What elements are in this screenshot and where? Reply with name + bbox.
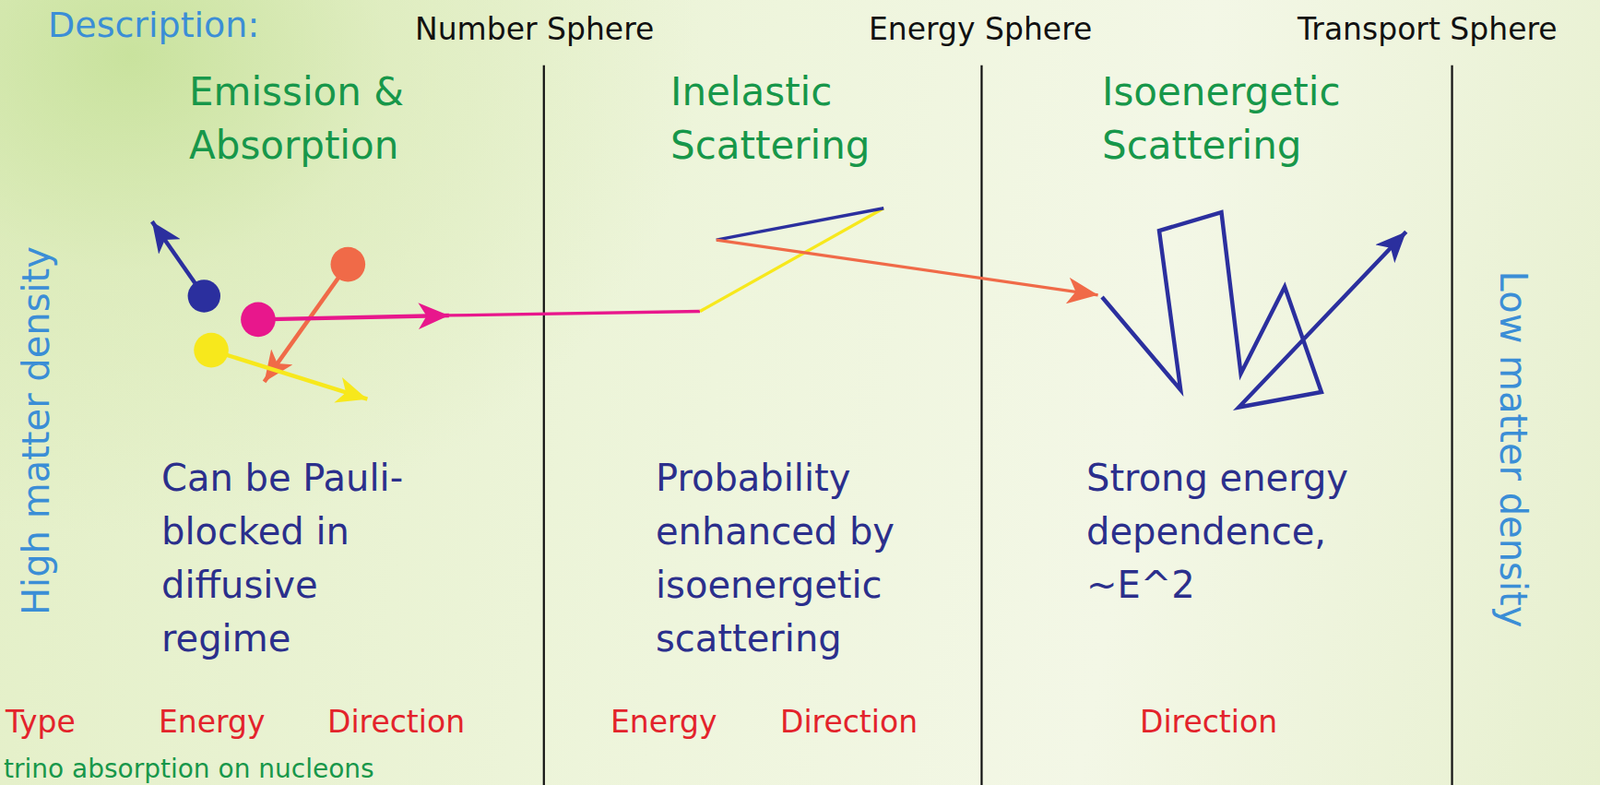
- property-label: Direction: [780, 704, 918, 740]
- path-segment: [447, 311, 700, 316]
- sphere-label: Energy Sphere: [868, 11, 1092, 48]
- column-divider: [543, 65, 546, 785]
- property-label: Energy: [610, 704, 718, 740]
- particle-arrow: [258, 315, 450, 320]
- property-label: Direction: [1139, 704, 1278, 740]
- particle-dot: [331, 247, 367, 283]
- property-label: Energy: [158, 704, 266, 740]
- particle-dot: [193, 332, 229, 368]
- particle-arrow: [264, 264, 349, 382]
- column-heading: Inelastic Scattering: [670, 65, 966, 173]
- path-segment: [716, 208, 884, 240]
- axis-label: Low matter density: [1492, 271, 1535, 629]
- sphere-label: Number Sphere: [414, 11, 654, 48]
- axis-label: High matter density: [14, 246, 58, 616]
- description-text: Can be Pauli-blocked in diffusive regime: [161, 450, 448, 665]
- particle-dot: [240, 302, 276, 338]
- column-heading: Emission & Absorption: [189, 65, 485, 173]
- scattering-zigzag: [1102, 212, 1407, 407]
- path-segment: [716, 239, 1099, 296]
- sphere-label: Transport Sphere: [1297, 11, 1558, 48]
- particle-arrow: [211, 350, 368, 400]
- column-divider: [980, 65, 983, 785]
- property-label: Type: [5, 704, 76, 740]
- particle-dot: [188, 279, 221, 312]
- footnote-text: trino absorption on nucleons: [3, 755, 375, 783]
- column-heading: Isoenergetic Scattering: [1102, 65, 1398, 173]
- description-text: Strong energy dependence, ~E^2: [1086, 450, 1373, 612]
- description-text: Probability enhanced by isoenergetic sca…: [655, 450, 933, 665]
- property-label: Direction: [327, 704, 465, 740]
- column-divider: [1450, 65, 1453, 785]
- row-heading: Description:: [47, 3, 260, 47]
